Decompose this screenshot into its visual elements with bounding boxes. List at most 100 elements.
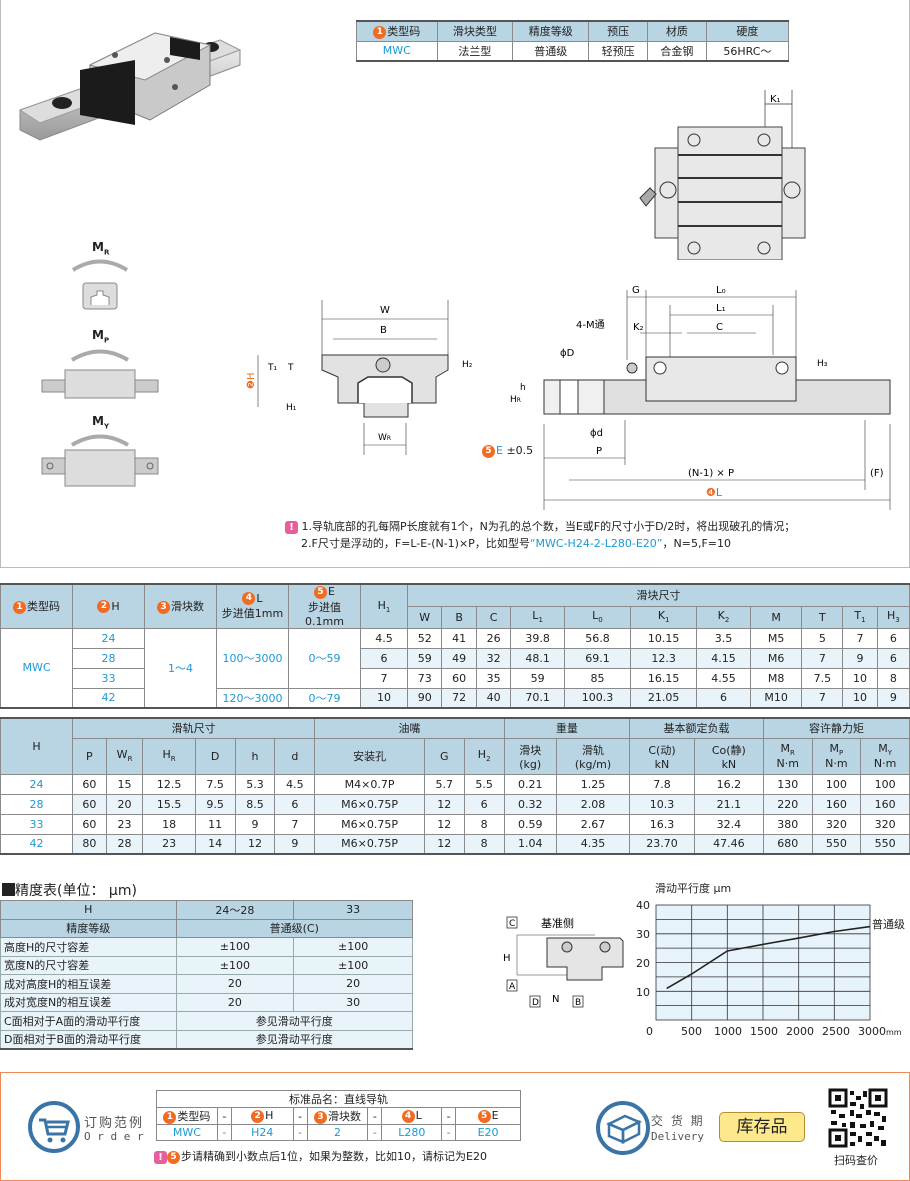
acc-value: ±100	[175, 937, 295, 957]
col-l1: L1	[510, 605, 565, 629]
cell: 12.5	[142, 773, 196, 795]
cell: 9	[842, 647, 878, 669]
cell: 20	[105, 793, 144, 815]
cell: 2.67	[555, 813, 631, 835]
cell: 380	[762, 813, 813, 835]
accuracy-row: D面相对于B面的滑动平行度参见滑动平行度	[0, 1029, 413, 1049]
product-photo	[18, 32, 242, 141]
acc-value: 30	[293, 992, 413, 1012]
cell: 23	[142, 833, 196, 855]
cell: 72	[441, 687, 477, 709]
cell: 5	[801, 627, 844, 649]
cell-h: 42	[0, 833, 73, 855]
cell: 7.5	[801, 667, 844, 689]
cell: 60	[72, 793, 107, 815]
svg-text:ϕD: ϕD	[560, 348, 575, 359]
cell: 11	[194, 813, 236, 835]
col-w: W	[406, 605, 443, 629]
acc-label: D面相对于B面的滑动平行度	[0, 1029, 177, 1049]
cell: 100	[811, 773, 862, 795]
acc-label: 成对高度H的相互误差	[0, 974, 177, 994]
cell-l-range: 100～3000	[216, 627, 289, 689]
cell: 40	[475, 687, 512, 709]
cell-h: 33	[0, 813, 73, 835]
cell: 160	[811, 793, 862, 815]
svg-text:基准侧: 基准侧	[541, 917, 574, 930]
spec-value: 法兰型	[436, 40, 514, 62]
acc-label: C面相对于A面的滑动平行度	[0, 1011, 177, 1031]
cell: 85	[563, 667, 632, 689]
cell-h: 24	[72, 627, 145, 649]
cell: 6	[463, 793, 505, 815]
acc-label: 高度H的尺寸容差	[0, 937, 177, 957]
cell: 9	[274, 833, 316, 855]
cell: 60	[441, 667, 477, 689]
qr-label: 扫码查价	[834, 1154, 878, 1167]
reference-side-diagram: C A D B 基准侧 HN	[503, 916, 624, 1008]
delivery-title-en: Delivery	[651, 1130, 704, 1143]
cell: 80	[72, 833, 107, 855]
cell: 26	[475, 627, 512, 649]
moment-mp-label: MP	[92, 328, 110, 345]
cell: 15	[105, 773, 144, 795]
cell: 59	[510, 667, 565, 689]
acc-value: 参见滑动平行度	[175, 1011, 413, 1031]
note-line-1: 1.导轨底部的孔每隔P长度就有1个，N为孔的总个数，当E或F的尺寸小于D/2时，…	[301, 520, 796, 533]
cell: 60	[72, 773, 107, 795]
cell: 550	[811, 833, 862, 855]
moment-mr-label: MR	[92, 240, 110, 257]
svg-text:L₀: L₀	[716, 285, 726, 296]
svg-text:B: B	[575, 998, 581, 1008]
cell: 10.3	[629, 793, 695, 815]
cell: M8	[749, 667, 803, 689]
cell: 47.46	[693, 833, 764, 855]
acc-grade-value: 普通级(C)	[175, 918, 413, 938]
svg-text:4-M通: 4-M通	[576, 319, 605, 331]
cell: 52	[406, 627, 443, 649]
cell: 100.3	[563, 687, 632, 709]
cell-h: 33	[72, 667, 145, 689]
cell: 56.8	[563, 627, 632, 649]
note-line-2: 2.F尺寸是浮动的，F=L-E-(N-1)×P，比如型号	[301, 537, 530, 550]
cell-h: 24	[0, 773, 73, 795]
col-group-weight: 重量	[503, 717, 631, 739]
cell: 680	[762, 833, 813, 855]
order-title-en: O r d e r	[84, 1130, 144, 1143]
cell: 320	[860, 813, 910, 835]
cell: 12	[423, 813, 465, 835]
cell: 15.5	[142, 793, 196, 815]
side-view-diagram: G L₀ L₁ C K₂ 4-M通 H₃ ϕD ϕd HR h P (N-1) …	[510, 285, 891, 510]
acc-value: ±100	[293, 937, 413, 957]
cell: 7.8	[629, 773, 695, 795]
col-sub: PP	[72, 737, 107, 775]
acc-grade-label: 精度等级	[0, 918, 177, 938]
svg-text:WR: WR	[378, 433, 391, 443]
svg-text:40: 40	[636, 899, 650, 912]
cell: M6×0.75P	[314, 813, 425, 835]
svg-text:W: W	[380, 305, 390, 316]
cell: 32	[475, 647, 512, 669]
cell: 160	[860, 793, 910, 815]
cell: 48.1	[510, 647, 565, 669]
svg-text:2000: 2000	[786, 1025, 814, 1038]
svg-text:H: H	[503, 953, 511, 964]
col-k2: K2	[696, 605, 751, 629]
cell-e-range: 0～79	[288, 687, 361, 709]
cell: 1.25	[555, 773, 631, 795]
cell: 5.3	[234, 773, 276, 795]
stock-badge: 库存品	[719, 1112, 805, 1142]
cell: 5.7	[423, 773, 465, 795]
cell: 3.5	[696, 627, 751, 649]
col-sub: C(动) kNC(动)kN	[629, 737, 695, 775]
qr-code[interactable]	[828, 1088, 888, 1148]
spec-value: 56HRC～	[705, 40, 790, 62]
col-group-oil: 油嘴	[314, 717, 505, 739]
order-value-e: E20	[455, 1124, 521, 1141]
acc-col-a: 24～28	[175, 900, 295, 920]
cell-type: MWC	[0, 627, 73, 709]
k1-label: K₁	[770, 94, 781, 105]
